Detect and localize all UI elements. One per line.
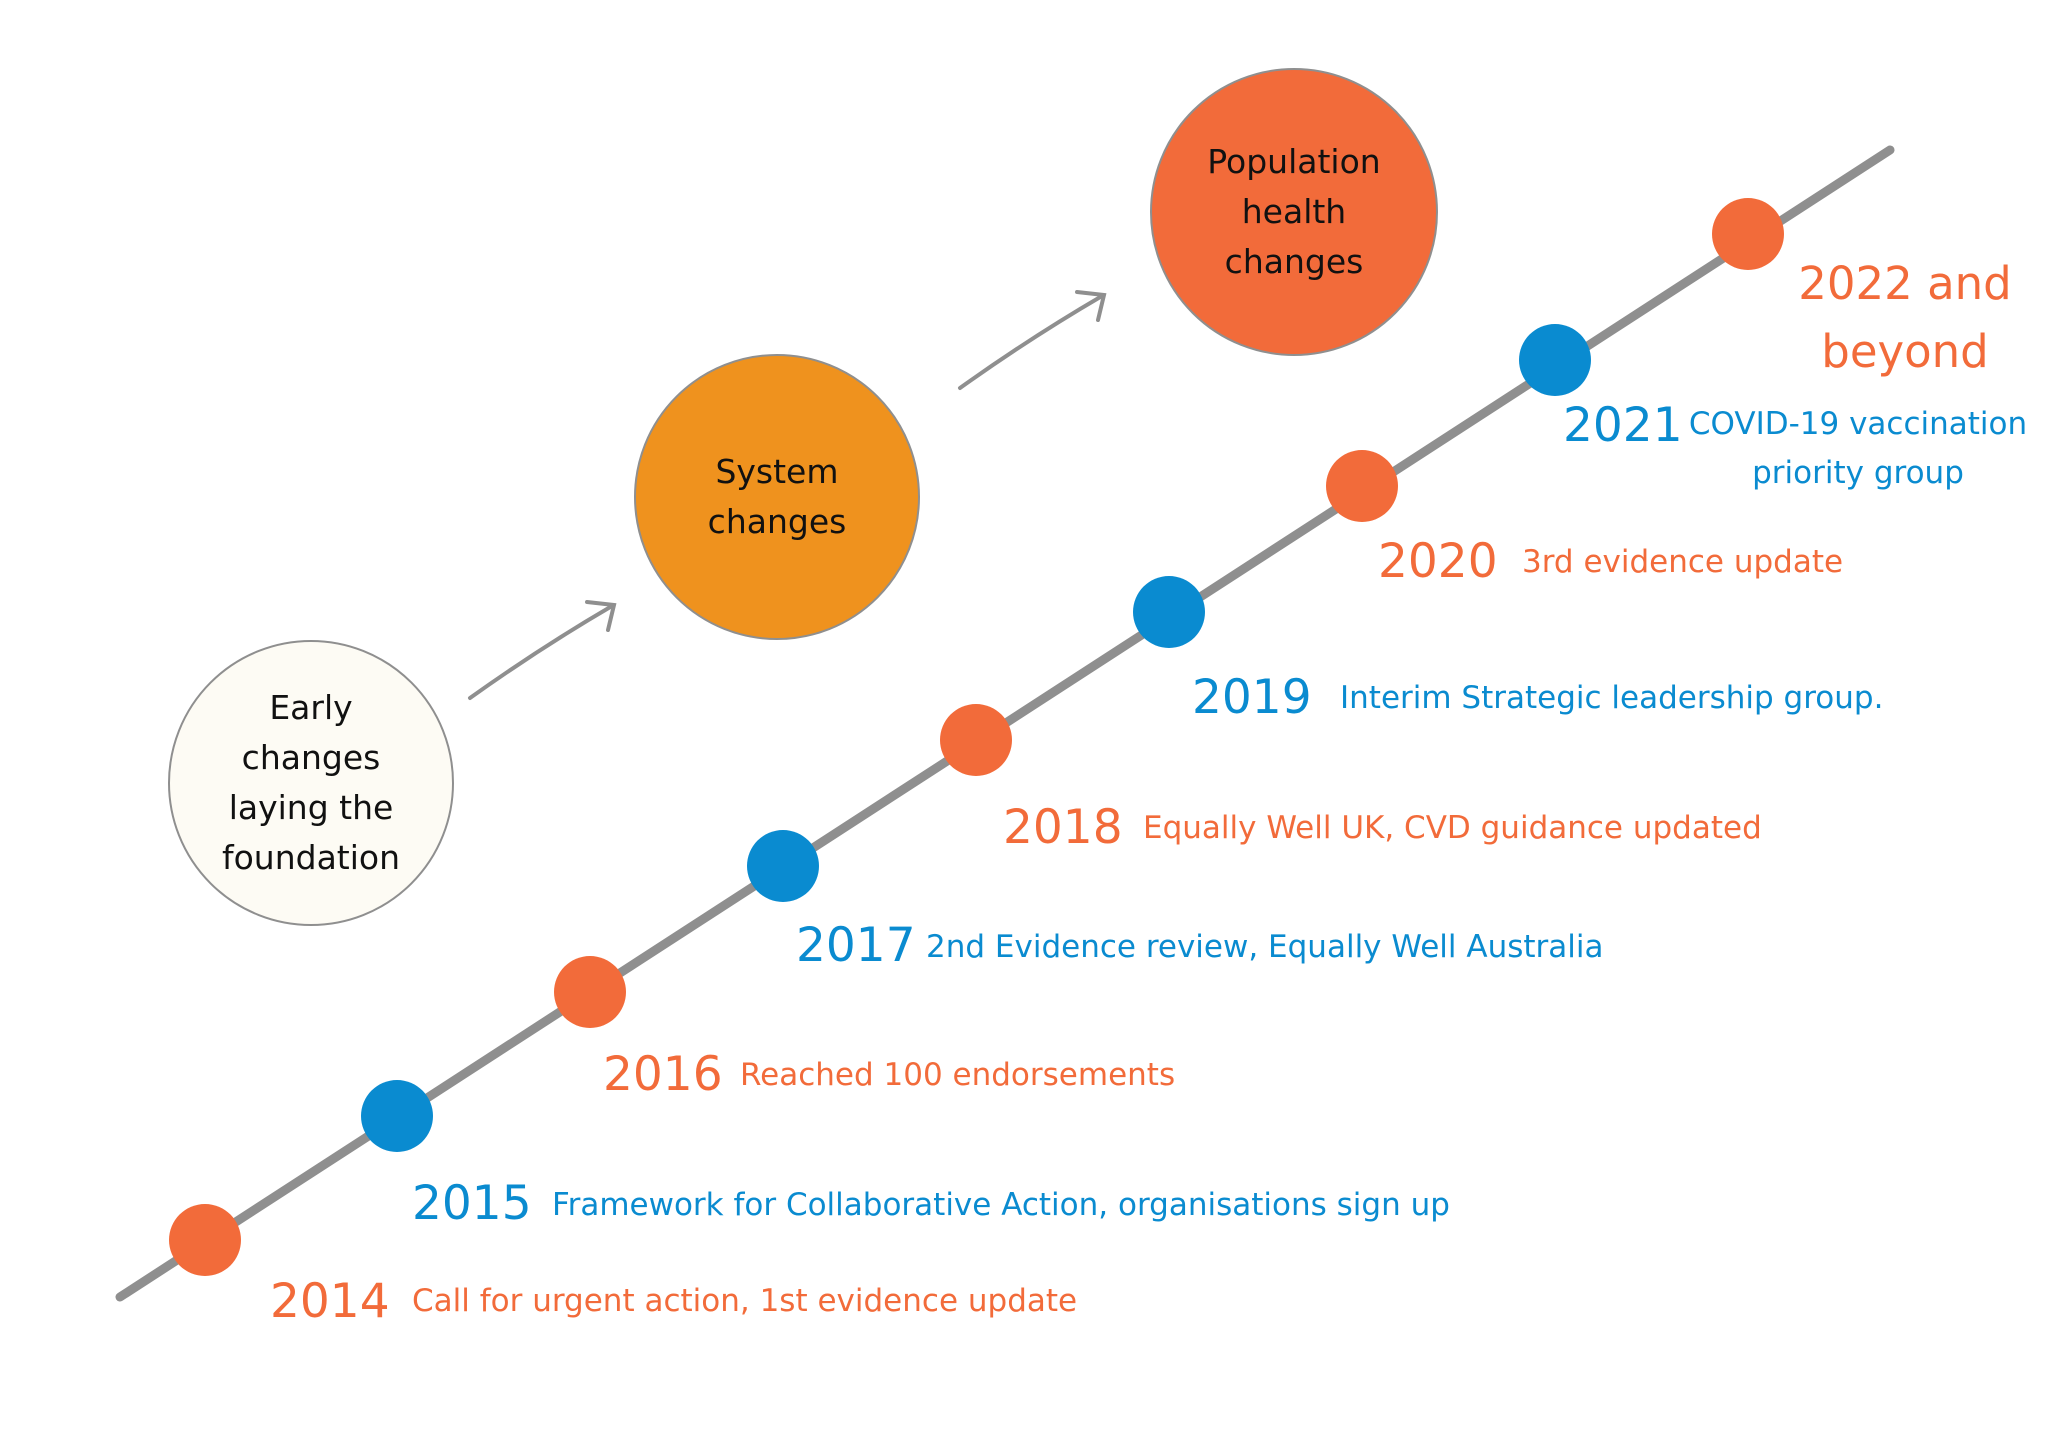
milestone-text-2022-and-beyond: 2022 and beyond bbox=[1798, 257, 2012, 378]
milestone-text-2014: Call for urgent action, 1st evidence upd… bbox=[412, 1283, 1078, 1319]
milestone-year-2019: 2019 bbox=[1192, 670, 1312, 725]
progress-arrow-1 bbox=[468, 600, 617, 700]
milestone-text-2015: Framework for Collaborative Action, orga… bbox=[552, 1187, 1450, 1223]
milestone-dots bbox=[169, 198, 1784, 1276]
stage-system-changes-label: System changes bbox=[707, 452, 847, 541]
stage-population-health: Population health changes bbox=[1150, 68, 1438, 356]
milestone-year-2016: 2016 bbox=[603, 1047, 723, 1102]
milestone-year-2015: 2015 bbox=[412, 1176, 532, 1231]
milestone-text-2018: Equally Well UK, CVD guidance updated bbox=[1143, 810, 1762, 846]
stage-early-changes: Early changes laying the foundation bbox=[168, 640, 454, 926]
milestone-dot-2017 bbox=[747, 830, 819, 902]
milestone-dot-2015 bbox=[361, 1080, 433, 1152]
milestone-dot-2014 bbox=[169, 1204, 241, 1276]
milestone-dot-2021 bbox=[1519, 324, 1591, 396]
stage-early-changes-label: Early changes laying the foundation bbox=[221, 688, 401, 877]
milestone-year-2014: 2014 bbox=[270, 1274, 390, 1329]
milestone-text-2016: Reached 100 endorsements bbox=[740, 1057, 1176, 1093]
milestone-year-2021: 2021 bbox=[1563, 398, 1683, 453]
stage-population-health-label: Population health changes bbox=[1207, 142, 1381, 281]
milestone-dot-2020 bbox=[1326, 450, 1398, 522]
milestone-text-2017: 2nd Evidence review, Equally Well Austra… bbox=[926, 929, 1604, 965]
milestone-text-2021: COVID-19 vaccination priority group bbox=[1688, 406, 2028, 491]
milestone-text-2019: Interim Strategic leadership group. bbox=[1340, 680, 1884, 716]
milestone-dot-2016 bbox=[554, 956, 626, 1028]
stage-system-changes: System changes bbox=[634, 354, 920, 640]
milestone-dot-2018 bbox=[940, 704, 1012, 776]
progress-arrow-2 bbox=[958, 290, 1107, 390]
milestone-year-2017: 2017 bbox=[796, 918, 916, 973]
milestone-text-2020: 3rd evidence update bbox=[1522, 544, 1844, 580]
milestone-dot-2019 bbox=[1133, 576, 1205, 648]
milestone-year-2018: 2018 bbox=[1003, 800, 1123, 855]
milestone-dot-2022-and-beyond bbox=[1712, 198, 1784, 270]
milestone-year-2020: 2020 bbox=[1378, 534, 1498, 589]
